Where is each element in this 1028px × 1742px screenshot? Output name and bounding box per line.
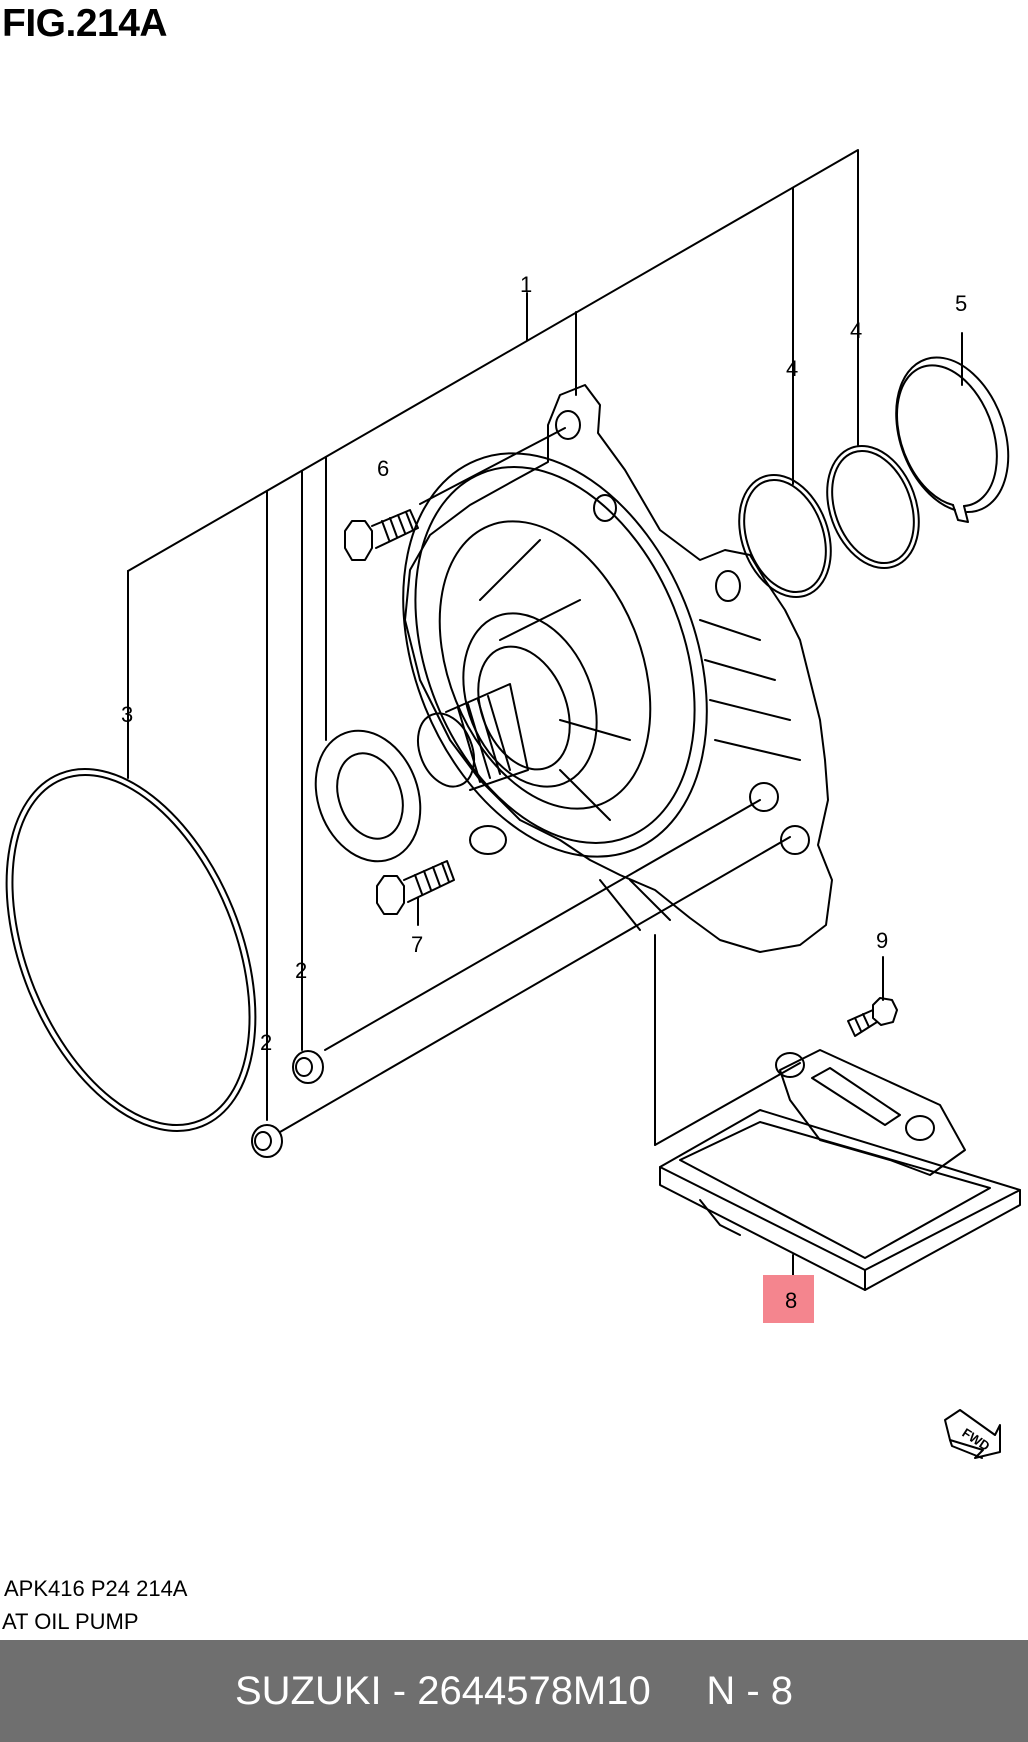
callout-4-rear: 4 — [850, 318, 862, 343]
oil-seal — [314, 729, 422, 863]
diagram-code: APK416 P24 214A — [4, 1576, 188, 1601]
callout-4-front: 4 — [786, 356, 798, 381]
callout-6: 6 — [377, 456, 389, 481]
callout-3: 3 — [121, 702, 133, 727]
callout-8: 8 — [785, 1288, 797, 1313]
leader-lines — [127, 149, 963, 1286]
callout-2-upper: 2 — [295, 958, 307, 983]
part-number-text: SUZUKI - 2644578M10 N - 8 — [234, 1669, 793, 1713]
callout-9: 9 — [876, 928, 888, 953]
bolt-lower — [376, 860, 455, 915]
oil-pump-assembly — [402, 384, 833, 953]
seal-ring-front — [738, 473, 832, 599]
callout-7: 7 — [411, 932, 423, 957]
fwd-arrow-icon — [944, 1409, 1001, 1459]
bolt-strainer — [847, 997, 898, 1037]
callout-8-highlight — [763, 1275, 814, 1323]
oil-strainer — [659, 1049, 1021, 1291]
bolt-upper — [344, 509, 419, 561]
callout-1: 1 — [520, 272, 532, 297]
small-seal-upper — [292, 1050, 324, 1084]
callout-5: 5 — [955, 291, 967, 316]
o-ring-large — [5, 768, 257, 1132]
diagram-description: AT OIL PUMP — [2, 1609, 139, 1634]
seal-ring-rear — [826, 444, 920, 570]
small-seal-lower — [251, 1124, 283, 1158]
callout-2-lower: 2 — [260, 1030, 272, 1055]
snap-ring — [895, 356, 1010, 523]
parts-diagram: FWD 1 2 2 3 4 4 5 6 7 8 9 — [5, 149, 1021, 1459]
figure-title: FIG.214A — [2, 2, 168, 45]
part-number-bar: SUZUKI - 2644578M10 N - 8 — [0, 1640, 1028, 1742]
